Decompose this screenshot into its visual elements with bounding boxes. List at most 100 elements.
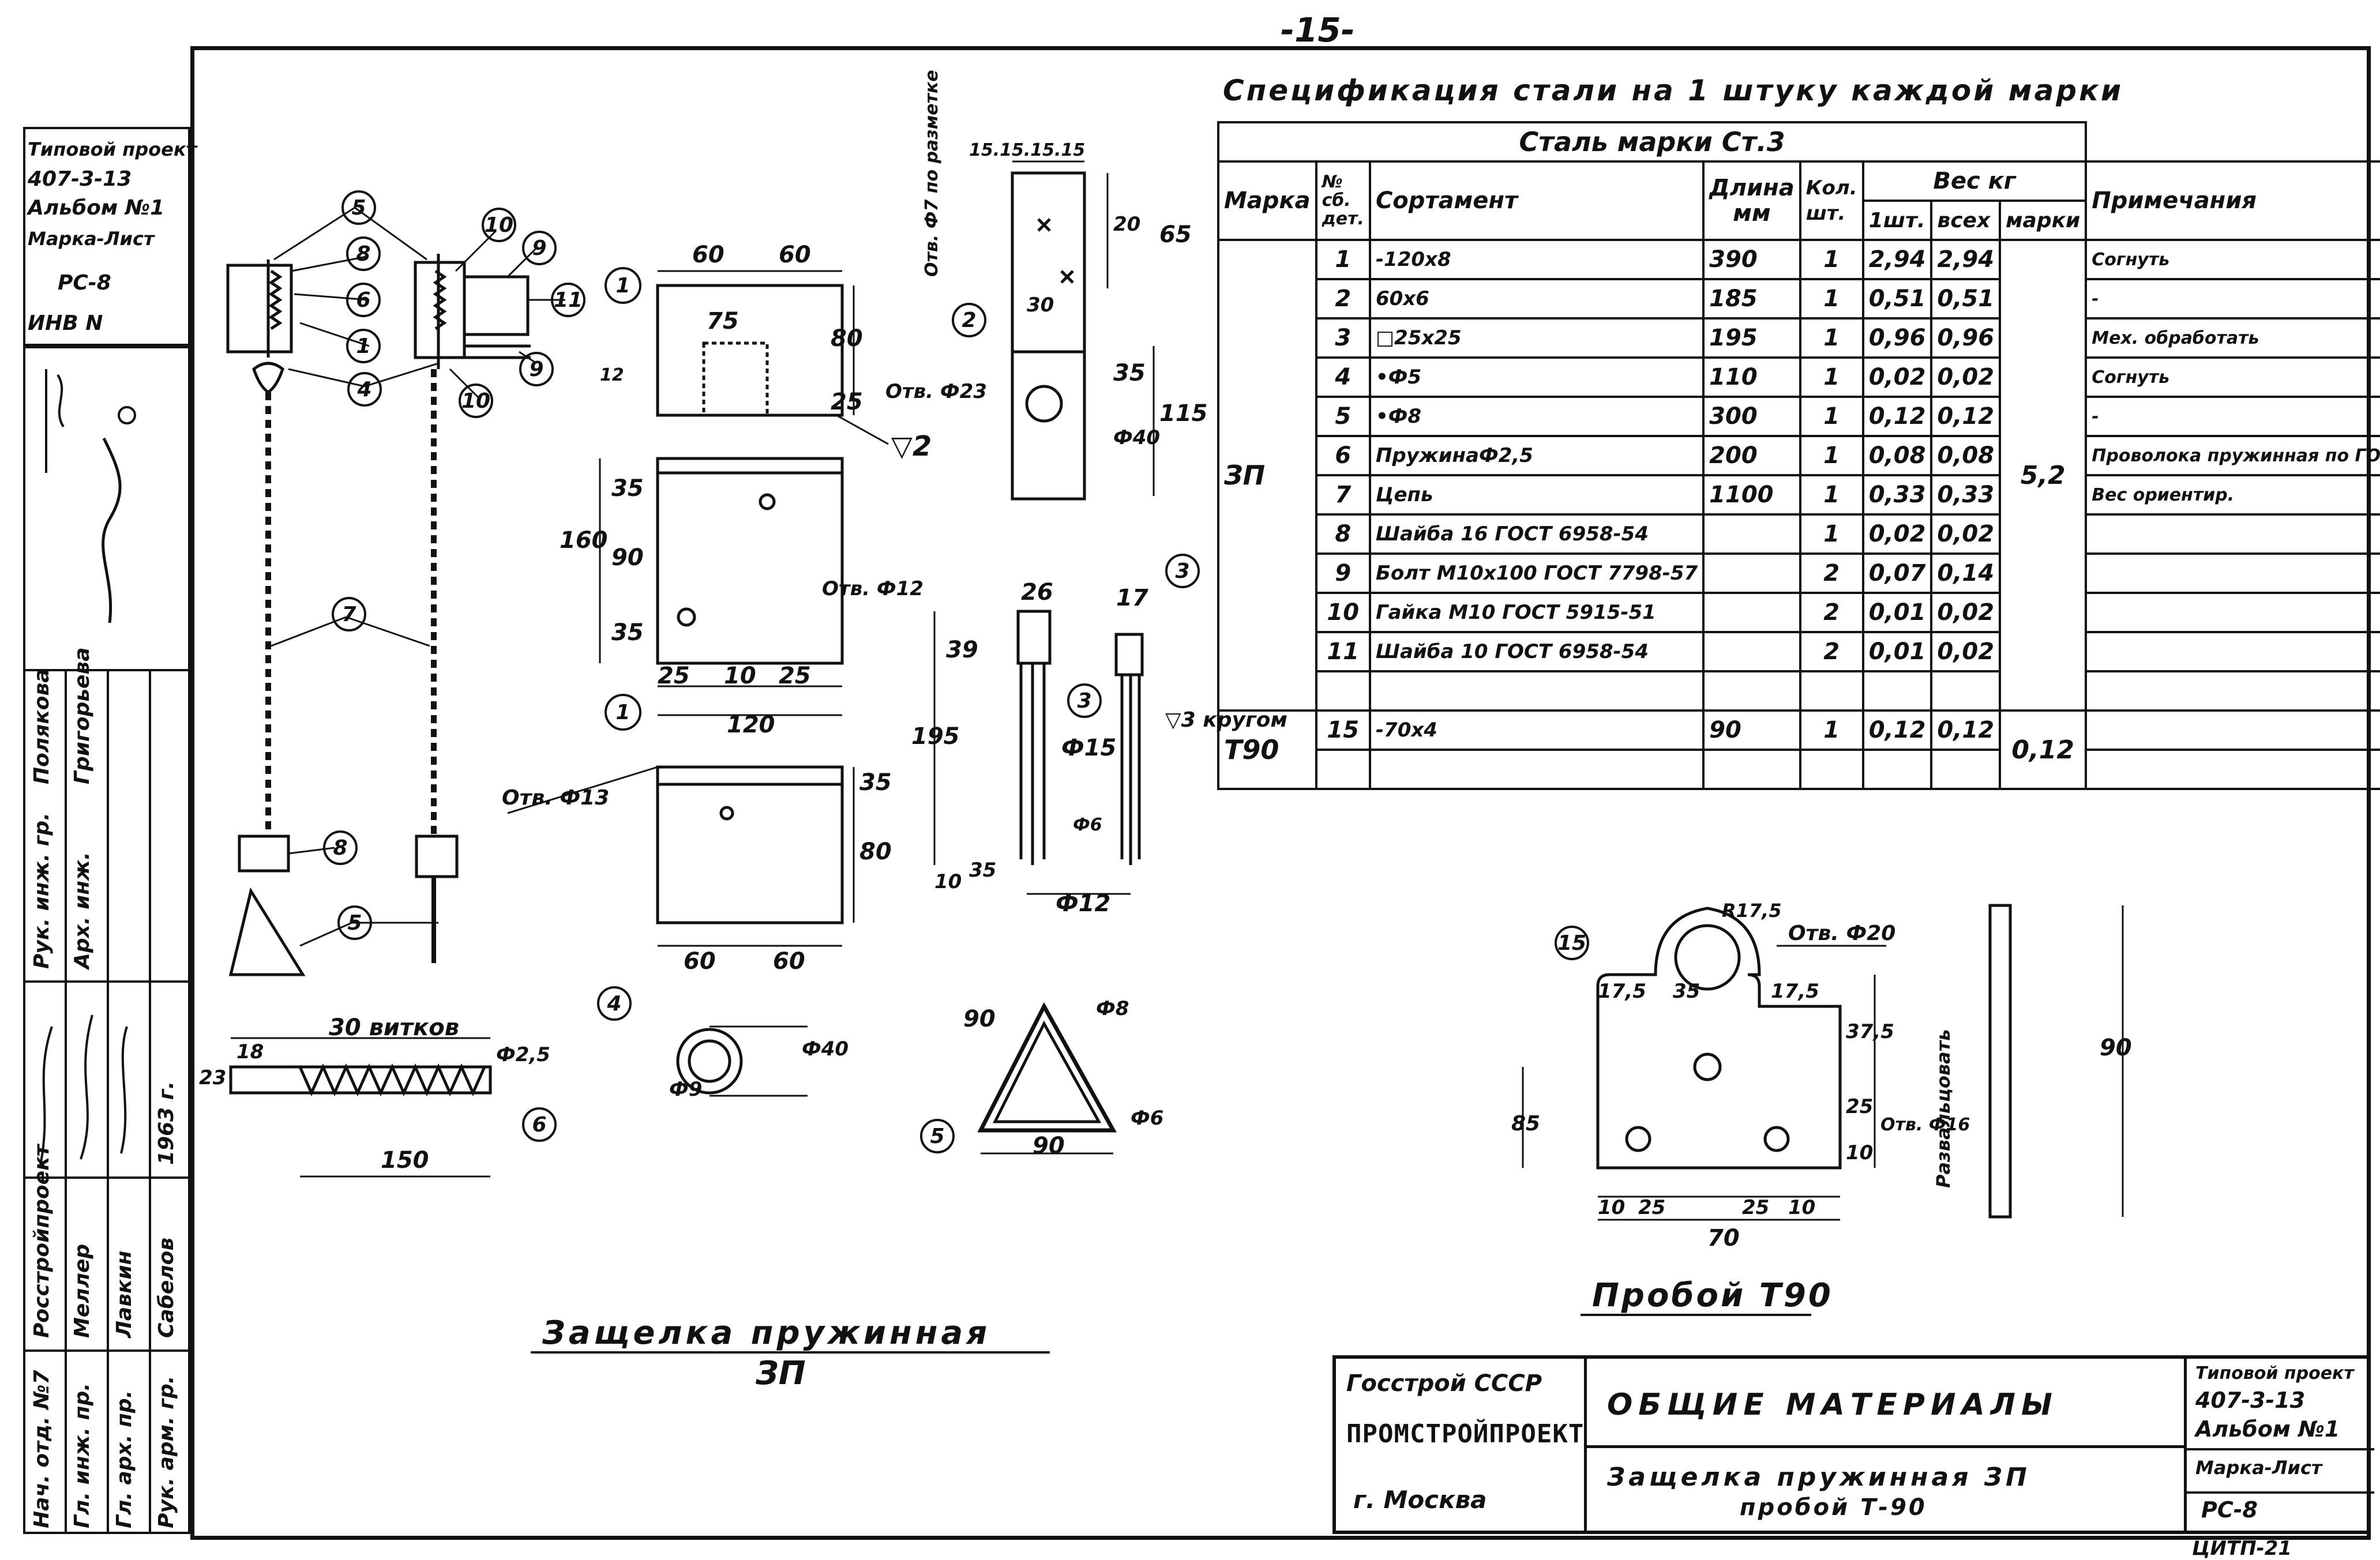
- dim: Ф6: [1073, 815, 1102, 835]
- dim: Ф15: [1061, 735, 1116, 761]
- cell-wall: 0,12: [1930, 709, 2002, 751]
- title-2: Защелка пружинная ЗП: [1607, 1463, 2030, 1492]
- dim: 25: [1638, 1196, 1665, 1219]
- cell-mark-weight: 0,12: [1999, 709, 2088, 790]
- cell-mark: ЗП: [1217, 239, 1317, 712]
- cell-wall: 0,02: [1930, 631, 2002, 672]
- dim: 65: [1159, 221, 1192, 248]
- cell-w1: 0,33: [1861, 474, 1933, 516]
- dim: 35: [611, 475, 644, 502]
- cell-wall: 2,94: [1930, 239, 2002, 280]
- dim: Отв. Ф20: [1788, 922, 1895, 945]
- svg-text:10: 10: [485, 213, 513, 237]
- dim: Отв. Ф12: [822, 577, 924, 600]
- org-2: ПРОМСТРОЙПРОЕКТ: [1346, 1419, 1585, 1449]
- cell-wall: 0,08: [1930, 435, 2002, 476]
- cell-empty: [1799, 670, 1864, 712]
- divider: [23, 980, 190, 983]
- dim: ▽3 кругом: [1165, 708, 1287, 732]
- cell-wall: 0,12: [1930, 396, 2002, 437]
- cell-qty: 1: [1799, 709, 1864, 751]
- dim: 18: [237, 1040, 264, 1063]
- svg-text:4: 4: [356, 378, 371, 401]
- cell-no: 7: [1315, 474, 1371, 516]
- cell-empty: [1368, 670, 1705, 712]
- caption-latch-mark: ЗП: [755, 1355, 806, 1392]
- dim: 35: [1113, 360, 1146, 386]
- city: г. Москва: [1353, 1486, 1487, 1514]
- dim: 35: [969, 859, 996, 882]
- dim: 17,5: [1771, 980, 1819, 1003]
- dim: 80: [859, 839, 892, 865]
- signature-marks: [45, 369, 136, 623]
- dim: 90: [2100, 1035, 2132, 1061]
- cell-empty: [1315, 749, 1371, 790]
- dim: 10: [724, 663, 756, 689]
- cell-empty: [1799, 749, 1864, 790]
- sb-project-no: 407-3-13: [28, 167, 132, 191]
- divider: [1584, 1359, 1587, 1531]
- table-row: Сталь марки Ст.3: [1217, 121, 2380, 163]
- col-qty: Кол. шт.: [1799, 160, 1864, 241]
- dim: ▽2: [891, 430, 932, 463]
- cell-no: 3: [1315, 317, 1371, 359]
- dim: Отв. Ф7 по разметке: [922, 70, 942, 277]
- cell-w1: 0,02: [1861, 513, 1933, 555]
- sb-album: Альбом №1: [28, 196, 165, 220]
- cell-note: [2085, 592, 2380, 633]
- dim: 60: [692, 242, 724, 268]
- svg-text:8: 8: [356, 242, 370, 266]
- dim: 120: [727, 712, 775, 738]
- cell-qty: 2: [1799, 592, 1864, 633]
- cell-assort: □25х25: [1368, 317, 1705, 359]
- dim: 37,5: [1846, 1020, 1894, 1043]
- cell-empty: [1368, 749, 1705, 790]
- dim: 60: [773, 948, 805, 975]
- cell-note: [2085, 631, 2380, 672]
- cell-empty: [1930, 749, 2002, 790]
- svg-text:3: 3: [1077, 689, 1091, 713]
- svg-text:6: 6: [356, 288, 370, 312]
- dim: 39: [946, 637, 978, 663]
- divider: [23, 1176, 190, 1179]
- cell-assort: -70х4: [1368, 709, 1705, 751]
- cell-len: 185: [1702, 278, 1801, 319]
- cell-note: Вес ориентир.: [2085, 474, 2380, 516]
- spec-title: Спецификация стали на 1 штуку каждой мар…: [1223, 74, 2124, 107]
- cell-w1: 0,07: [1861, 552, 1933, 594]
- dim: 23: [199, 1066, 226, 1089]
- svg-text:7: 7: [341, 603, 356, 626]
- table-row: [1218, 749, 2380, 790]
- cell-w1: 2,94: [1861, 239, 1933, 280]
- divider: [23, 1350, 190, 1352]
- dim: Развальцовать: [1932, 1029, 1954, 1188]
- cell-note: [2085, 709, 2380, 751]
- cell-assort: -120х8: [1368, 239, 1705, 280]
- cell-note: -: [2085, 278, 2380, 319]
- svg-text:5: 5: [347, 911, 362, 935]
- cell-qty: 1: [1799, 474, 1864, 516]
- svg-text:10: 10: [461, 389, 490, 413]
- dim: 26: [1021, 579, 1053, 606]
- divider: [23, 669, 190, 671]
- divider: [2184, 1491, 2374, 1494]
- cell-wall: 0,14: [1930, 552, 2002, 594]
- cell-assort: Гайка М10 ГОСТ 5915-51: [1368, 592, 1705, 633]
- cell-mark-weight: 5,2: [1999, 239, 2088, 712]
- dim: Ф9: [669, 1078, 702, 1101]
- caption-probe: Пробой Т90: [1592, 1277, 1833, 1314]
- dim: 195: [911, 723, 960, 750]
- cell-assort: Шайба 16 ГОСТ 6958-54: [1368, 513, 1705, 555]
- cell-qty: 1: [1799, 513, 1864, 555]
- project: Типовой проект: [2195, 1363, 2354, 1384]
- cell-no: 6: [1315, 435, 1371, 476]
- cell-len: [1702, 513, 1801, 555]
- sb-inv: ИНВ N: [28, 311, 103, 335]
- cell-w1: 0,96: [1861, 317, 1933, 359]
- cell-empty: [1930, 670, 2002, 712]
- cell-len: 390: [1702, 239, 1801, 280]
